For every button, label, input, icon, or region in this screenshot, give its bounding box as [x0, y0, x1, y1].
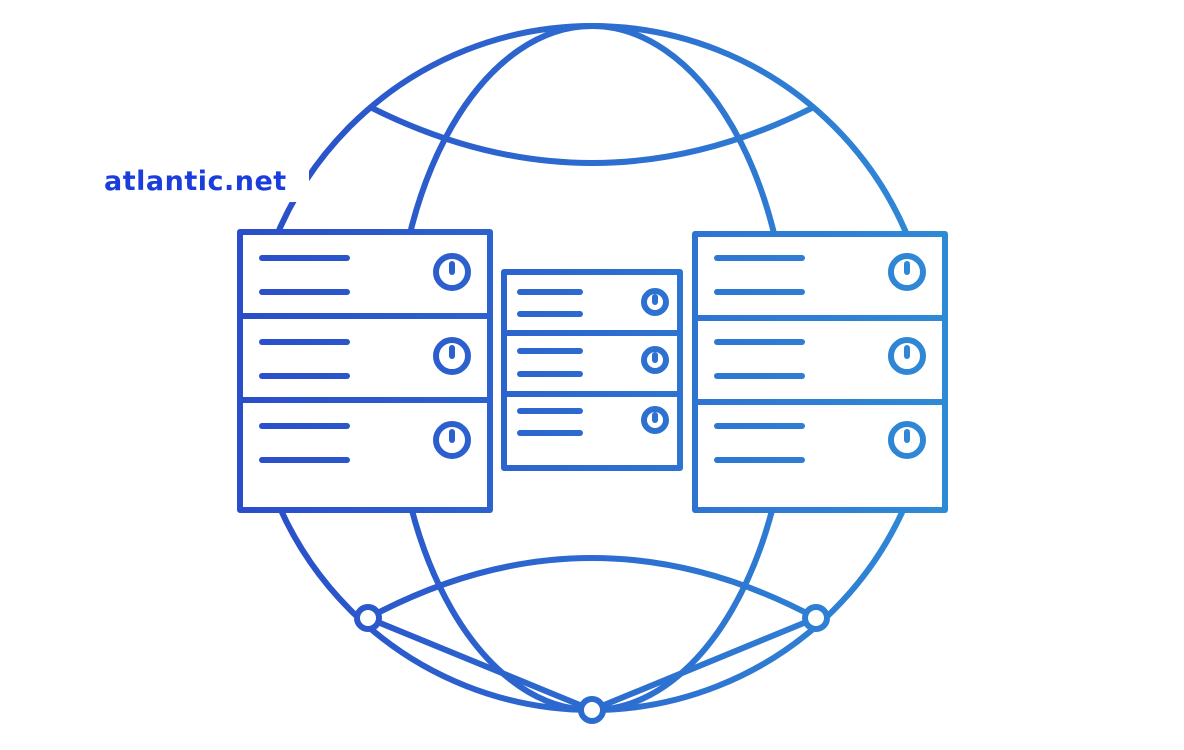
power-icon [888, 253, 926, 291]
server-icon [517, 346, 669, 377]
globe-bottom-link-right [589, 615, 819, 713]
server-icon [517, 288, 669, 317]
network-nodes [354, 604, 830, 724]
brand-logo: atlantic.net [104, 162, 309, 202]
power-icon [433, 337, 471, 375]
power-icon [888, 421, 926, 459]
server-icon [714, 337, 926, 379]
network-node-icon [578, 696, 606, 724]
server-icon [517, 406, 669, 436]
server-icon [259, 421, 471, 463]
server-rack-left [237, 229, 493, 513]
globe-bottom-link-left [365, 615, 595, 713]
power-icon [888, 337, 926, 375]
network-node-icon [354, 604, 382, 632]
network-node-icon [802, 604, 830, 632]
power-icon [433, 253, 471, 291]
server-rack-middle [501, 269, 683, 471]
globe-bottom-latitude [365, 555, 819, 621]
server-icon [714, 421, 926, 463]
power-icon [641, 406, 669, 434]
server-rack-right [692, 231, 948, 513]
power-icon [433, 421, 471, 459]
server-icon [259, 253, 471, 295]
server-icon [714, 253, 926, 295]
globe-top-latitude [369, 105, 815, 166]
power-icon [641, 288, 669, 316]
power-icon [641, 346, 669, 374]
server-icon [259, 337, 471, 379]
